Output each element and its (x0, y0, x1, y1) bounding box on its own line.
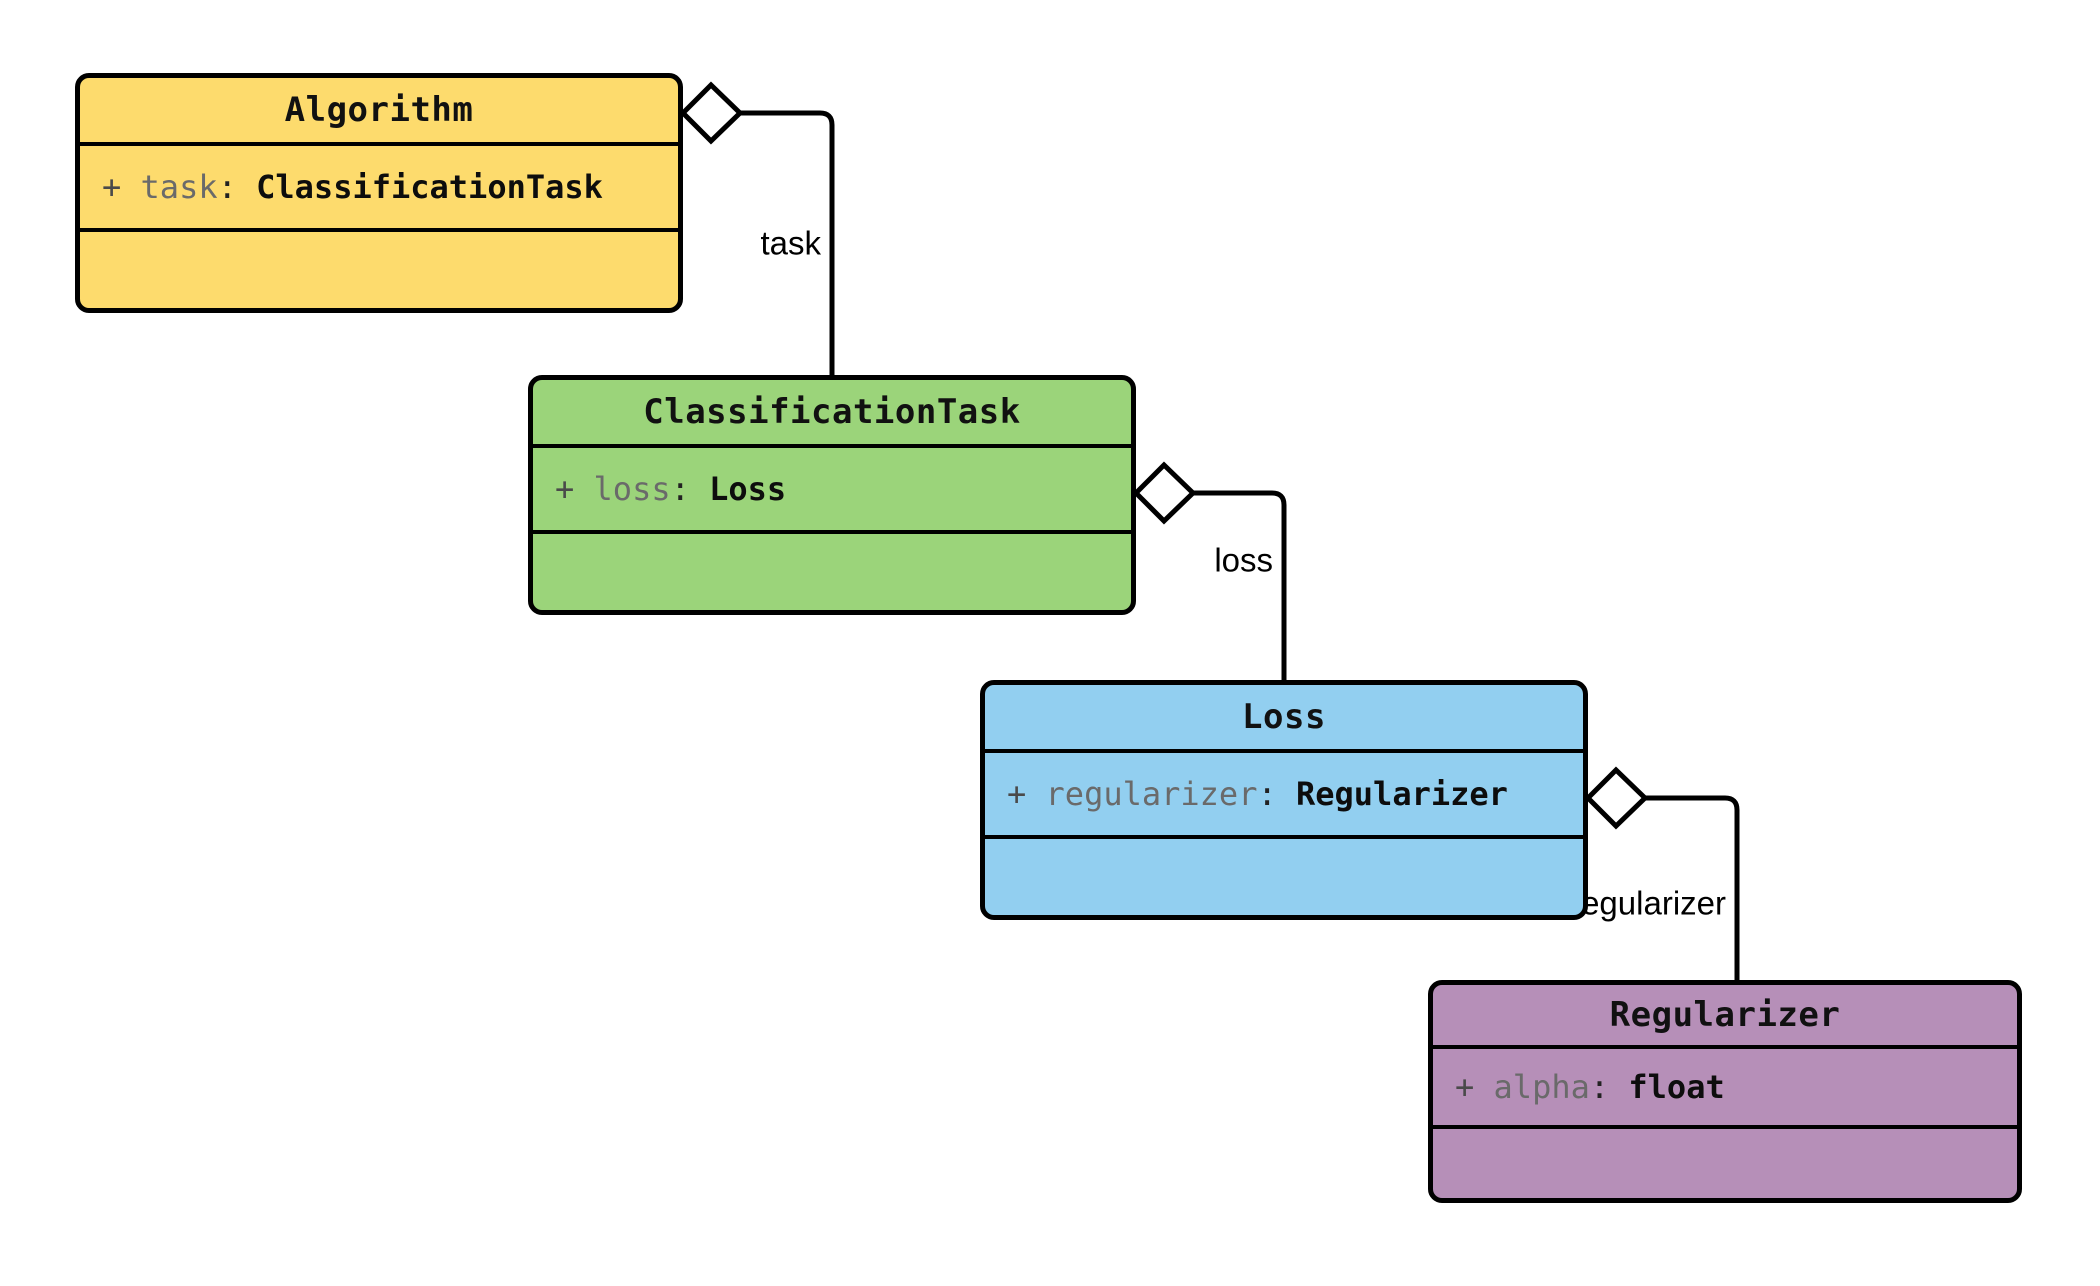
uml-class-algorithm[interactable]: Algorithm + task: ClassificationTask (75, 73, 683, 313)
uml-attribute-row: + regularizer: Regularizer (1007, 774, 1561, 814)
edge-task (679, 81, 835, 375)
attribute-type: Regularizer (1295, 775, 1508, 813)
attribute-visibility: + (1455, 1068, 1475, 1106)
attribute-name: task (140, 168, 218, 206)
edge-label-loss: loss (1207, 540, 1280, 580)
uml-attribute-row: + task: ClassificationTask (102, 167, 656, 207)
attribute-name: alpha (1493, 1068, 1590, 1106)
uml-methods-classificationtask (533, 534, 1131, 610)
uml-attributes-loss: + regularizer: Regularizer (985, 753, 1583, 839)
uml-class-name-algorithm: Algorithm (80, 78, 678, 146)
uml-attributes-regularizer: + alpha: float (1433, 1049, 2017, 1129)
uml-class-classificationtask[interactable]: ClassificationTask + loss: Loss (528, 375, 1136, 615)
uml-attribute-row: + alpha: float (1455, 1067, 1995, 1107)
edge-label-task: task (753, 223, 828, 263)
attribute-visibility: + (555, 470, 575, 508)
edge-loss (1132, 461, 1287, 680)
uml-class-name-regularizer: Regularizer (1433, 985, 2017, 1049)
attribute-separator: : (670, 470, 690, 508)
edge-regularizer-line (1645, 795, 1740, 980)
uml-methods-loss (985, 839, 1583, 915)
attribute-name: loss (593, 470, 671, 508)
uml-methods-regularizer (1433, 1129, 2017, 1198)
edge-task-line (740, 110, 835, 375)
edge-loss-aggregation-diamond (1132, 461, 1197, 525)
uml-attribute-row: + loss: Loss (555, 469, 1109, 509)
uml-class-name-loss: Loss (985, 685, 1583, 753)
attribute-type: Loss (709, 470, 787, 508)
attribute-separator: : (217, 168, 237, 206)
edge-task-aggregation-diamond (679, 81, 744, 145)
edge-loss-line (1193, 490, 1287, 680)
attribute-visibility: + (1007, 775, 1027, 813)
edge-label-regularizer: regularizer (1563, 883, 1733, 923)
attribute-type: ClassificationTask (256, 168, 603, 206)
uml-methods-algorithm (80, 232, 678, 308)
uml-attributes-algorithm: + task: ClassificationTask (80, 146, 678, 232)
attribute-type: float (1628, 1068, 1725, 1106)
edge-regularizer (1584, 766, 1740, 980)
attribute-visibility: + (102, 168, 122, 206)
uml-class-regularizer[interactable]: Regularizer + alpha: float (1428, 980, 2022, 1203)
attribute-name: regularizer (1045, 775, 1258, 813)
uml-class-loss[interactable]: Loss + regularizer: Regularizer (980, 680, 1588, 920)
attribute-separator: : (1589, 1068, 1610, 1106)
uml-attributes-classificationtask: + loss: Loss (533, 448, 1131, 534)
uml-class-name-classificationtask: ClassificationTask (533, 380, 1131, 448)
edge-regularizer-aggregation-diamond (1584, 766, 1649, 830)
attribute-separator: : (1257, 775, 1277, 813)
